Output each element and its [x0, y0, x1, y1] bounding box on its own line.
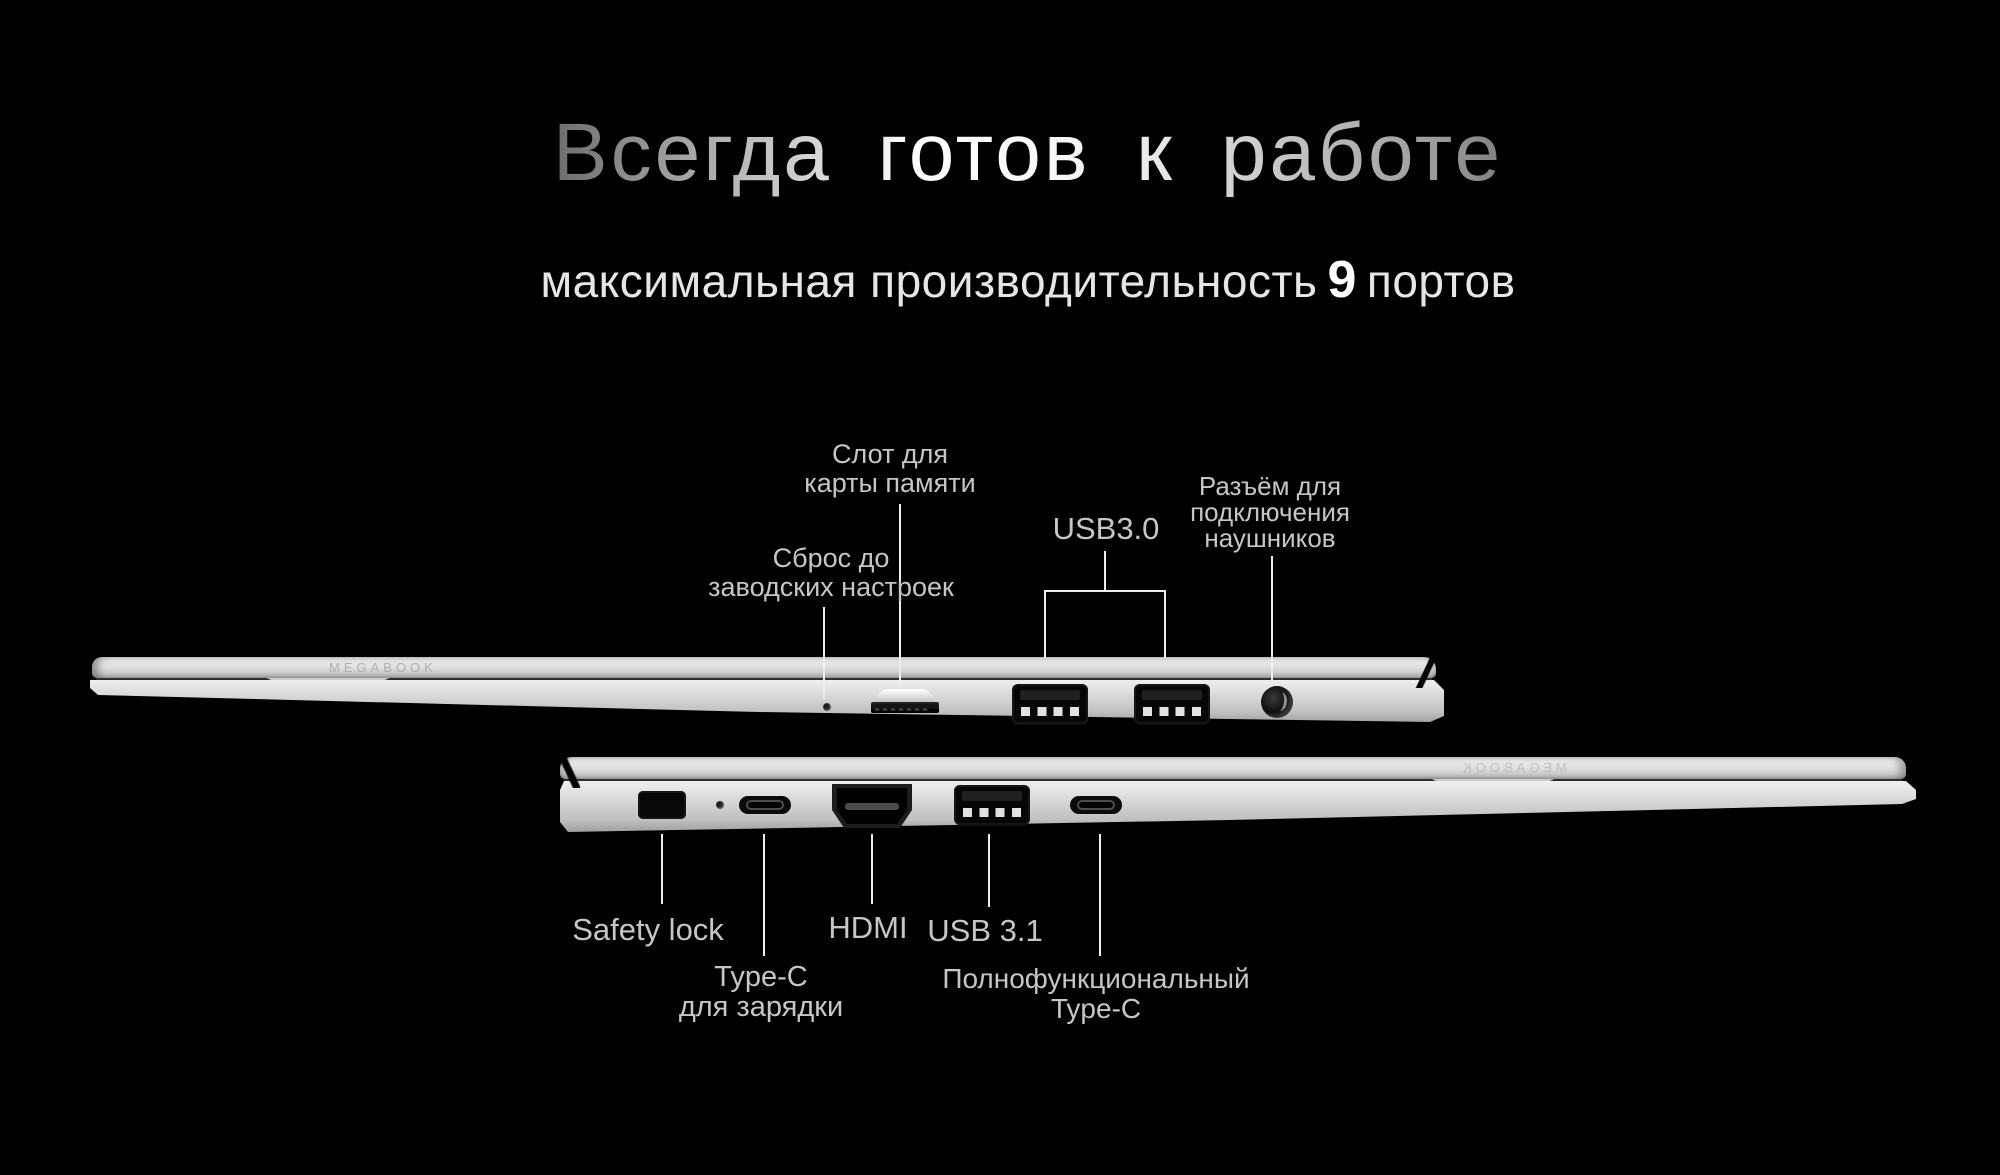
- callout-bracket-usb30-left: [1044, 590, 1046, 658]
- usb-c-charging-port: [739, 796, 791, 814]
- label-line: Type-C: [1050, 993, 1142, 1024]
- label-usb31: USB 3.1: [927, 913, 1043, 948]
- label-usb30: USB3.0: [1052, 511, 1160, 546]
- subtitle-suffix: портов: [1366, 255, 1516, 307]
- label-line: Полнофункциональный: [942, 963, 1250, 994]
- callout-bracket-usb30-right: [1164, 590, 1166, 658]
- usb-a-port-2: [1134, 684, 1210, 724]
- usb-a-port-3: [954, 785, 1030, 825]
- usb-pins: [963, 808, 1021, 817]
- callout-line-factory-reset: [823, 607, 825, 699]
- hinge-gap: [1414, 654, 1436, 688]
- label-typec-full: Полнофункциональный Type-C: [942, 964, 1249, 1024]
- sd-card-slot: [871, 702, 939, 713]
- callout-line-headphones: [1271, 556, 1273, 686]
- hdmi-port: [832, 784, 912, 828]
- lid-seam: [564, 779, 1902, 781]
- brand-engraving: MEGABOOK: [329, 660, 437, 675]
- label-line: для зарядки: [678, 991, 844, 1023]
- usb-c-full-port: [1070, 796, 1122, 814]
- label-line: Type-C: [714, 961, 808, 993]
- label-line: наушников: [1204, 523, 1336, 553]
- callout-line-card-slot: [899, 504, 901, 688]
- label-line: Слот для: [832, 439, 948, 469]
- laptop-right-side-view: MEGABOOK: [82, 654, 1444, 726]
- headphone-jack: [1261, 686, 1293, 718]
- laptop-left-side-view: MEGABOOK: [556, 752, 1916, 836]
- laptop-lid: [92, 657, 1436, 678]
- brand-engraving-mirrored: MEGABOOK: [1459, 760, 1567, 775]
- pinhole: [716, 801, 724, 809]
- laptop-lid: [560, 757, 1906, 779]
- label-line: заводских настроек: [708, 572, 954, 602]
- label-hdmi: HDMI: [828, 910, 908, 945]
- label-line: карты памяти: [804, 468, 976, 498]
- callout-line-safety-lock: [661, 834, 663, 904]
- callout-line-usb30-stem: [1104, 551, 1106, 590]
- laptop-base: [90, 680, 1444, 722]
- usb-a-port-1: [1012, 684, 1088, 724]
- subtitle-port-count: 9: [1327, 251, 1357, 309]
- callout-line-typec-charging: [763, 834, 765, 956]
- factory-reset-pinhole: [823, 703, 831, 711]
- kensington-lock-slot: [638, 791, 686, 819]
- usb-pins: [1143, 707, 1201, 716]
- callout-line-typec-full: [1099, 834, 1101, 956]
- label-line: Разъём для: [1198, 471, 1342, 501]
- lid-seam: [96, 678, 1432, 680]
- label-line: подключения: [1190, 497, 1350, 527]
- callout-bracket-usb30: [1044, 590, 1166, 592]
- sd-card: [876, 689, 934, 702]
- usb-pins: [1021, 707, 1079, 716]
- label-line: Сброс до: [772, 543, 890, 573]
- label-headphones: Разъём для подключения наушников: [1190, 473, 1350, 551]
- label-card-slot: Слот для карты памяти: [804, 440, 975, 498]
- callout-line-hdmi: [871, 834, 873, 904]
- hinge-gap: [556, 754, 580, 788]
- page-title: Всегда готов к работе: [0, 106, 2000, 200]
- label-factory-reset: Сброс до заводских настроек: [708, 544, 954, 602]
- label-typec-charging: Type-C для зарядки: [679, 962, 843, 1022]
- label-safety-lock: Safety lock: [572, 912, 724, 947]
- subtitle-prefix: максимальная производительность: [540, 255, 1318, 307]
- callout-line-usb31: [988, 834, 990, 907]
